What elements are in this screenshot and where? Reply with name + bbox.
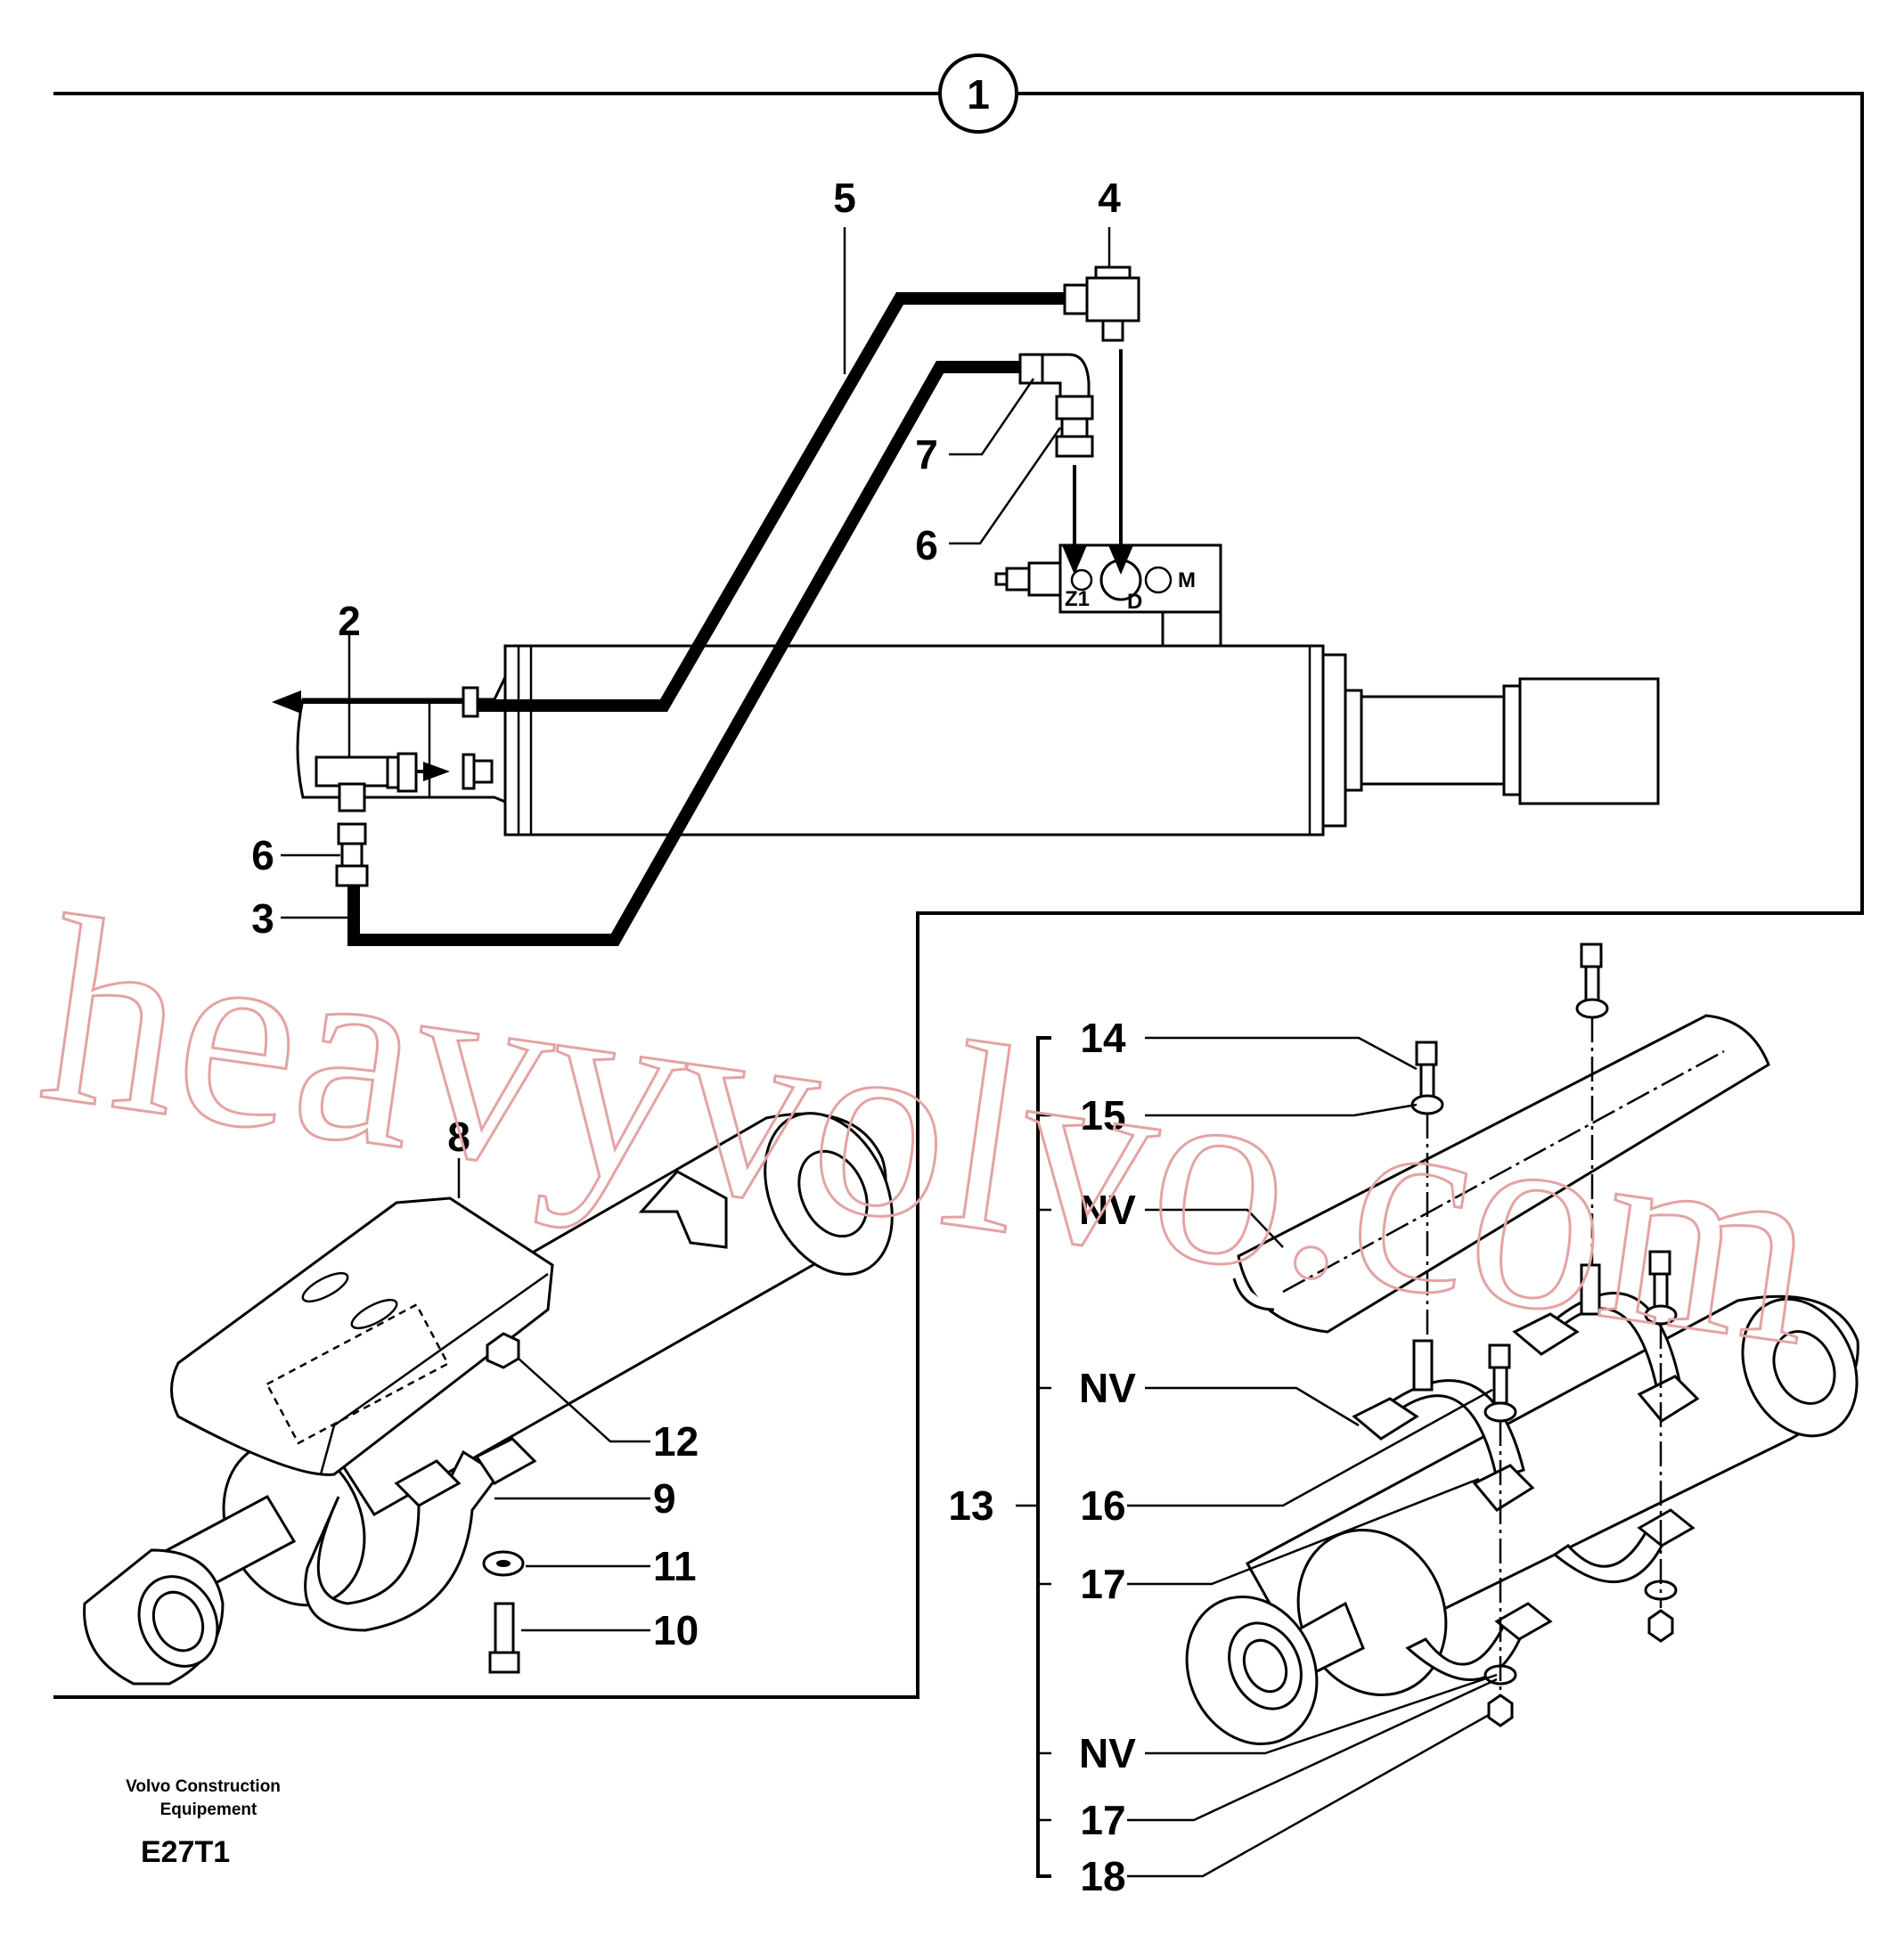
lower-right-leaders	[1016, 1036, 1498, 1878]
fitting-7-elbow	[1018, 353, 1091, 398]
callout-nv-1: NV	[1079, 1187, 1136, 1233]
callout-15: 15	[1080, 1092, 1125, 1139]
callout-5: 5	[833, 175, 856, 221]
maker-line-1: Volvo Construction	[126, 1777, 281, 1796]
callout-14: 14	[1080, 1015, 1126, 1061]
fitting-4	[1063, 265, 1140, 342]
callout-2: 2	[338, 598, 361, 644]
port-m-label: M	[1178, 568, 1196, 592]
port-z1-label: Z1	[1065, 587, 1090, 611]
callout-6-upper: 6	[915, 522, 938, 568]
callout-13: 13	[948, 1482, 993, 1529]
callout-12: 12	[653, 1418, 699, 1465]
port-d-label: D	[1127, 590, 1142, 614]
flow-arrows	[272, 349, 1133, 781]
callout-10: 10	[653, 1607, 699, 1653]
maker-line-2: Equipement	[160, 1800, 257, 1819]
callout-1-label: 1	[967, 71, 990, 118]
callout-17-lower: 17	[1080, 1797, 1125, 1843]
callout-nv-2: NV	[1079, 1365, 1136, 1411]
lower-left-leaders	[457, 1158, 650, 1632]
callout-17-upper: 17	[1080, 1561, 1125, 1607]
fitting-6-upper	[1055, 395, 1094, 458]
lower-right-cylinder-exploded	[1185, 943, 1859, 1746]
callout-6-lower: 6	[251, 832, 274, 878]
hose-3	[347, 361, 1020, 946]
callout-18: 18	[1080, 1853, 1125, 1899]
fitting-6-lower	[335, 822, 369, 887]
callout-3: 3	[251, 895, 274, 942]
upper-cylinder-assembly: Z1 D M	[296, 543, 1660, 837]
callout-11: 11	[653, 1543, 697, 1589]
callout-9: 9	[653, 1475, 676, 1522]
tee-fitting-2	[315, 686, 494, 812]
drawing-code: E27T1	[141, 1835, 230, 1869]
callout-nv-3: NV	[1079, 1730, 1136, 1776]
footer: Volvo Construction Equipement E27T1	[126, 1777, 281, 1869]
hose-5	[477, 292, 1065, 712]
lower-left-cylinder	[83, 1112, 894, 1686]
diagram-frame	[53, 92, 1864, 1699]
callout-7: 7	[915, 431, 938, 478]
callout-1: 1	[938, 53, 1018, 134]
callout-8: 8	[447, 1114, 470, 1160]
callout-4: 4	[1098, 175, 1121, 221]
upper-leaders	[281, 227, 1111, 919]
callout-16: 16	[1080, 1482, 1125, 1529]
